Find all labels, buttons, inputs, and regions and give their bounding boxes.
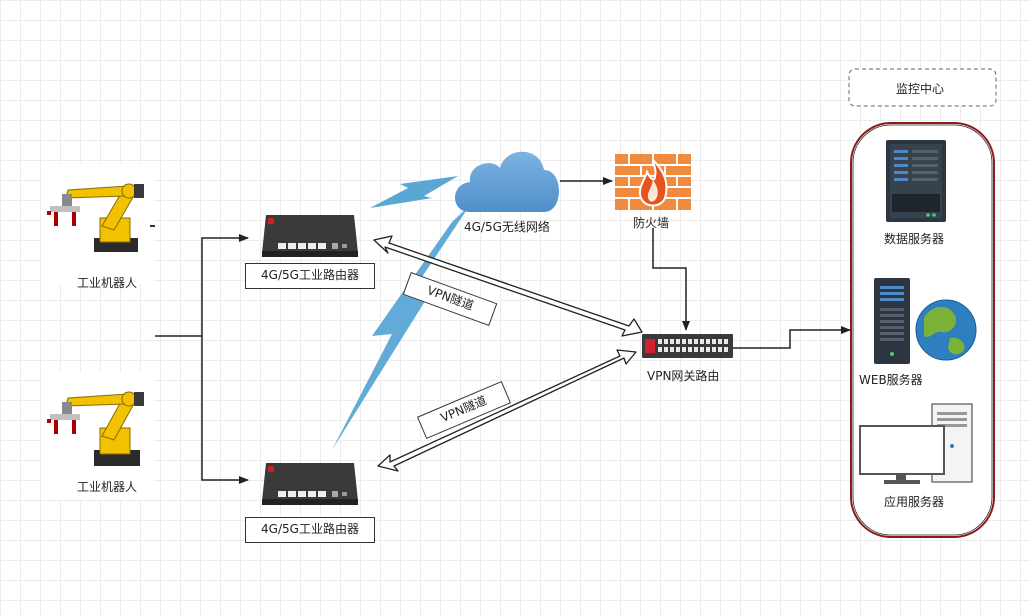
wireless-link-lower <box>332 205 470 450</box>
robot2-label: 工业机器人 <box>77 480 138 494</box>
router1-icon <box>262 215 358 257</box>
cloud-icon <box>455 151 559 212</box>
data-server-label: 数据服务器 <box>884 232 945 246</box>
vpn-tunnel-arrow-upper <box>373 235 643 337</box>
cloud-label: 4G/5G无线网络 <box>464 220 550 234</box>
router2-icon <box>262 463 358 505</box>
globe-icon <box>915 299 977 361</box>
monitor-center-title-box <box>848 68 997 107</box>
robot1-icon <box>47 183 155 252</box>
firewall-label: 防火墙 <box>633 216 670 230</box>
monitor-center-title: 监控中心 <box>896 82 945 96</box>
router2-label: 4G/5G工业路由器 <box>245 517 375 543</box>
wireless-link-upper <box>370 176 458 208</box>
data-server-icon <box>886 140 946 222</box>
firewall-icon <box>615 154 691 210</box>
vpn-gateway-icon <box>642 334 733 358</box>
router1-label: 4G/5G工业路由器 <box>245 263 375 289</box>
robot2-icon <box>47 391 144 466</box>
vpn-gateway-label: VPN网关路由 <box>647 369 720 383</box>
robot-connectors <box>155 234 249 484</box>
web-server-icon <box>874 278 910 364</box>
app-server-icon <box>859 403 973 484</box>
vpn-tunnel-arrow-lower <box>377 349 637 472</box>
app-server-label: 应用服务器 <box>884 495 945 509</box>
robot1-label: 工业机器人 <box>77 276 138 290</box>
firewall-to-gateway-line <box>652 228 690 331</box>
gateway-to-monitor-line <box>733 326 851 349</box>
web-server-label: WEB服务器 <box>859 373 923 387</box>
